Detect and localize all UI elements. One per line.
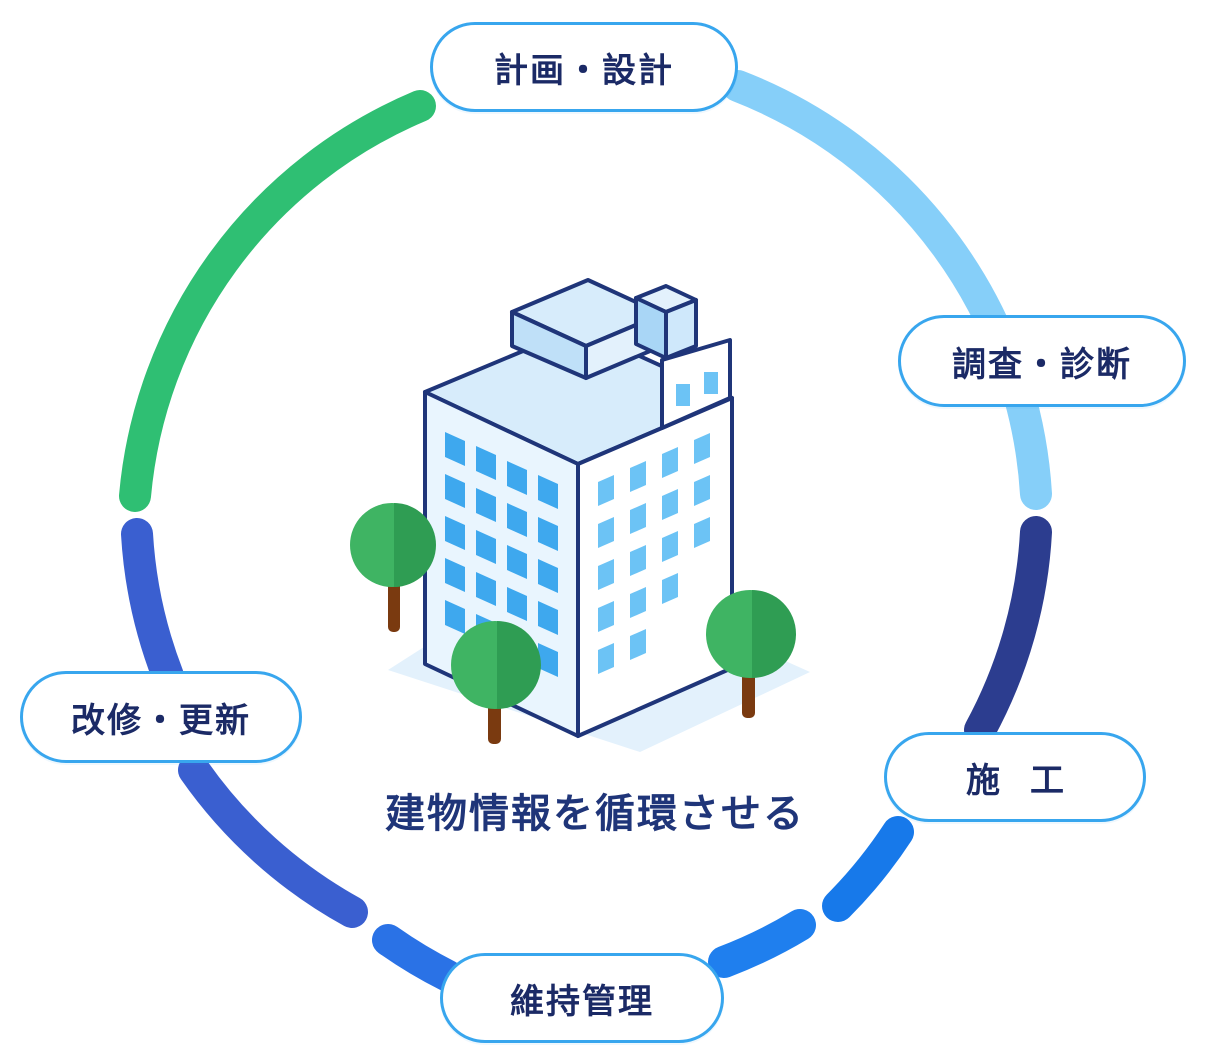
tree-front (451, 621, 541, 744)
arc-maintenance-lead (708, 909, 816, 978)
stage-label-renovation-update: 改修・更新 (20, 671, 302, 763)
stage-label-plan-design: 計画・設計 (430, 22, 738, 112)
office-building-with-trees-icon (350, 278, 810, 752)
arc-renovation-lower (178, 754, 368, 928)
arc-plan-to-survey (722, 70, 1052, 510)
center-caption: 建物情報を循環させる (385, 791, 805, 837)
annex-window (704, 372, 718, 394)
arc-construction-to-maintenance (822, 816, 914, 922)
tree-right (706, 590, 796, 718)
tree-left (350, 503, 436, 632)
arc-maintenance-to-renovation (372, 924, 464, 992)
arc-renovation-to-plan (119, 90, 436, 512)
arc-survey-to-construction (964, 516, 1052, 746)
stage-label-maintenance: 維持管理 (440, 953, 724, 1043)
right-face-windows (598, 433, 710, 674)
rooftop-box-side (664, 298, 698, 360)
annex-window (676, 384, 690, 406)
stage-label-survey-diagnosis: 調査・診断 (898, 315, 1186, 407)
arc-renovation-left (121, 518, 184, 692)
stage-label-construction: 施工 (884, 732, 1146, 822)
